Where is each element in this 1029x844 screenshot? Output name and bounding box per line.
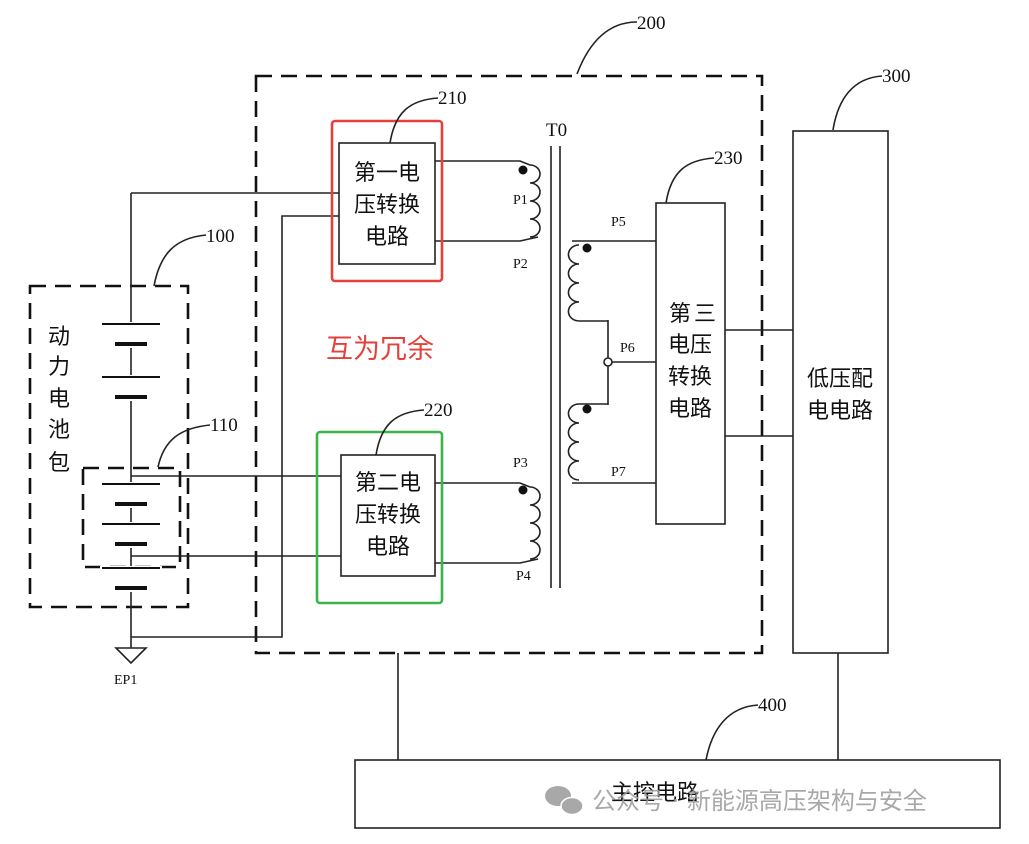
wiring xyxy=(131,160,839,760)
pin-label-p3: P3 xyxy=(513,456,528,471)
main-control-label: 主控电路 xyxy=(611,781,699,806)
svg-text:力: 力 xyxy=(48,355,70,380)
transformer-label: T0 xyxy=(546,120,567,141)
ref-label-210: 210 xyxy=(438,88,467,109)
svg-text:电电路: 电电路 xyxy=(807,399,873,424)
svg-text:电路: 电路 xyxy=(668,397,712,422)
svg-text:包: 包 xyxy=(48,451,70,476)
converter-1-box xyxy=(338,142,436,265)
pin-label-p6: P6 xyxy=(620,341,635,356)
ref-label-100: 100 xyxy=(206,226,235,247)
ref-label-110: 110 xyxy=(210,415,238,436)
redundancy-annotation: 互为冗余 xyxy=(326,334,434,365)
polarity-dot xyxy=(582,404,592,414)
svg-text:动: 动 xyxy=(48,325,70,350)
ground-label: EP1 xyxy=(114,673,137,688)
svg-text:第: 第 xyxy=(669,302,691,327)
pin-label-p7: P7 xyxy=(611,465,626,480)
polarity-dot xyxy=(518,165,528,175)
converter-2-highlight xyxy=(315,430,444,605)
battery-pack-boundary xyxy=(28,284,190,609)
ground-symbol xyxy=(114,640,148,665)
leader-curves xyxy=(153,21,883,761)
pin-label-p4: P4 xyxy=(516,569,531,584)
pin-label-p1: P1 xyxy=(513,193,528,208)
module-200-boundary xyxy=(254,74,764,655)
ref-label-220: 220 xyxy=(424,400,453,421)
ref-label-400: 400 xyxy=(758,695,787,716)
watermark-text: 公众号 · 新能源高压架构与安全 xyxy=(592,787,927,815)
pin-label-p5: P5 xyxy=(611,215,626,230)
svg-text:第一电: 第一电 xyxy=(354,161,420,186)
svg-text:电压: 电压 xyxy=(668,333,712,358)
converter-1-label: 第一电 压转换 电路 xyxy=(354,161,420,250)
svg-text:电路: 电路 xyxy=(365,225,409,250)
ref-label-200: 200 xyxy=(637,13,666,34)
svg-text:电: 电 xyxy=(48,387,70,412)
ref-label-300: 300 xyxy=(882,66,911,87)
center-tap-node xyxy=(603,357,613,367)
battery-cells xyxy=(100,193,162,640)
transformer-t0 xyxy=(518,146,613,588)
converter-3-box xyxy=(655,202,726,525)
svg-text:低压配: 低压配 xyxy=(807,367,873,392)
svg-text:电路: 电路 xyxy=(366,535,410,560)
low-voltage-box xyxy=(792,130,889,654)
low-voltage-label: 低压配 电电路 xyxy=(807,367,873,424)
wechat-icon xyxy=(545,786,584,816)
svg-text:压转换: 压转换 xyxy=(354,193,420,218)
svg-text:压转换: 压转换 xyxy=(355,503,421,528)
polarity-dot xyxy=(518,485,528,495)
svg-text:三: 三 xyxy=(694,302,716,327)
svg-text:转换: 转换 xyxy=(668,365,712,390)
pin-label-p2: P2 xyxy=(513,257,528,272)
svg-text:池: 池 xyxy=(48,418,70,443)
svg-text:第二电: 第二电 xyxy=(355,471,421,496)
polarity-dot xyxy=(582,243,592,253)
converter-3-label: 第 三 电压 转换 电路 xyxy=(668,302,716,422)
main-control-box xyxy=(354,759,1001,829)
converter-2-box xyxy=(340,454,436,577)
battery-pack-label: 动 力 电 池 包 xyxy=(48,325,70,476)
converter-1-highlight xyxy=(330,119,444,283)
ref-label-230: 230 xyxy=(714,148,743,169)
converter-2-label: 第二电 压转换 电路 xyxy=(355,471,421,560)
